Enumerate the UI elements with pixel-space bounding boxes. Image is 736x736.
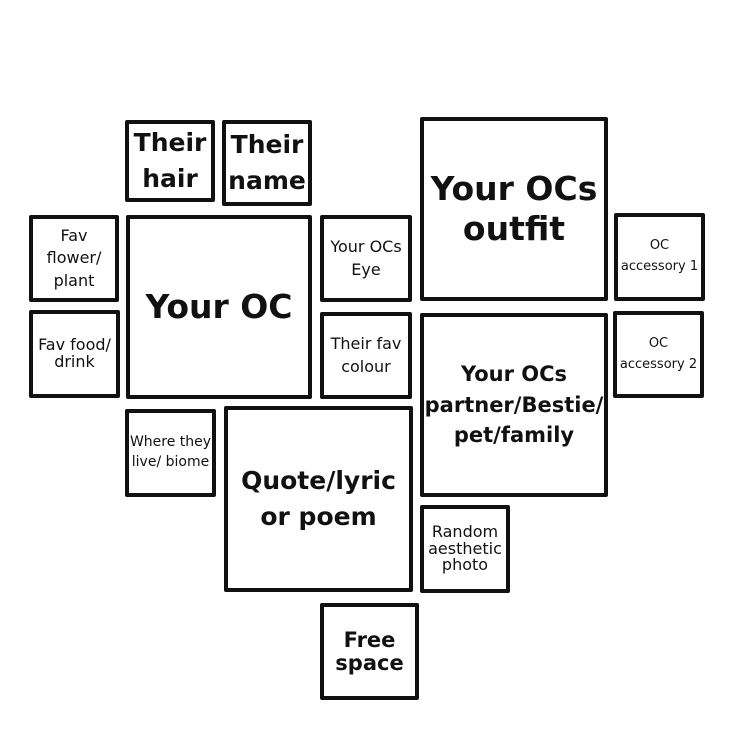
fav-flower-box: Fav flower/ plant <box>29 215 119 302</box>
fav-colour-label: Their fav colour <box>330 334 402 376</box>
where-live-label: Where they live/ biome <box>129 434 212 470</box>
your-oc-box: Your OC <box>126 215 312 399</box>
oc-accessory-2-box: OC accessory 2 <box>613 311 704 398</box>
quote-box: Quote/lyric or poem <box>224 406 413 592</box>
random-photo-box: Random aesthetic photo <box>420 505 510 593</box>
their-hair-box: Their hair <box>125 120 215 202</box>
oc-outfit-box: Your OCs outfit <box>420 117 608 301</box>
free-space-label: Free space <box>335 628 404 675</box>
your-oc-label: Your OC <box>145 287 293 327</box>
their-name-label: Their name <box>228 129 306 195</box>
oc-eye-label: Your OCs Eye <box>330 237 402 279</box>
free-space-box: Free space <box>320 603 419 700</box>
their-hair-label: Their hair <box>133 127 207 193</box>
oc-outfit-label: Your OCs outfit <box>430 169 598 248</box>
where-live-box: Where they live/ biome <box>125 409 216 497</box>
their-name-box: Their name <box>222 120 312 206</box>
quote-label: Quote/lyric or poem <box>241 465 396 531</box>
oc-accessory-1-box: OC accessory 1 <box>614 213 705 301</box>
oc-partner-label: Your OCs partner/Bestie/ pet/family <box>424 362 604 448</box>
oc-accessory-2-label: OC accessory 2 <box>619 335 698 372</box>
oc-eye-box: Your OCs Eye <box>320 215 412 302</box>
fav-colour-box: Their fav colour <box>320 312 412 399</box>
fav-food-label: Fav food/ drink <box>38 335 111 371</box>
oc-partner-box: Your OCs partner/Bestie/ pet/family <box>420 313 608 497</box>
oc-accessory-1-label: OC accessory 1 <box>620 238 699 274</box>
random-photo-label: Random aesthetic photo <box>428 521 502 575</box>
fav-food-box: Fav food/ drink <box>29 310 120 398</box>
fav-flower-label: Fav flower/ plant <box>46 225 102 290</box>
